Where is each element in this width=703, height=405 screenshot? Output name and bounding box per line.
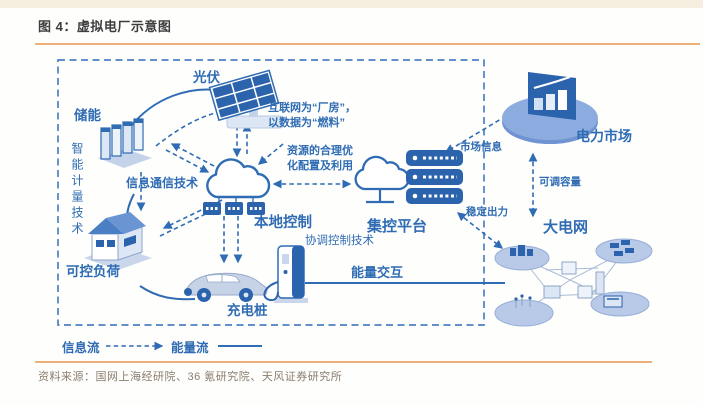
local-control-label: 本地控制 — [254, 215, 312, 231]
legend-info-flow-label: 信息流 — [62, 341, 100, 355]
energy-interaction-label: 能量交互 — [351, 265, 404, 280]
source-topline — [35, 361, 652, 363]
figure-title: 图 4：虚拟电厂示意图 — [38, 19, 172, 34]
source-note: 资料来源：国网上海经研院、36 氪研究院、天风证券研究所 — [38, 371, 343, 383]
resource-annotation-line1: 资源的合理优 — [287, 145, 353, 157]
pv-icon — [208, 69, 284, 129]
power-market-icon — [502, 72, 598, 144]
storage-label: 储能 — [74, 108, 101, 123]
vpp-boundary-box — [57, 59, 485, 326]
stable-output-label: 稳定出力 — [466, 206, 508, 218]
top-margin-strip — [0, 0, 703, 8]
internet-annotation-line1: 互联网为“厂房”， — [268, 102, 356, 114]
resource-annotation-line2: 化配置及利用 — [287, 159, 353, 172]
house-icon — [84, 212, 152, 270]
central-platform-label: 集控平台 — [367, 218, 428, 235]
internet-annotation: 互联网为“厂房”， 以数据为“燃料” — [268, 101, 356, 130]
market-info-label: 市场信息 — [460, 141, 502, 153]
legend-energy-flow-label: 能量流 — [171, 341, 209, 355]
smart-metering-label: 智能计量技术 — [70, 142, 84, 238]
adjustable-capacity-label: 可调容量 — [539, 176, 581, 188]
controllable-load-label: 可控负荷 — [66, 264, 120, 279]
power-market-label: 电力市场 — [576, 128, 632, 144]
ict-label: 信息通信技术 — [126, 176, 199, 190]
grid-network-icon — [494, 238, 653, 327]
server-rack-icon — [406, 150, 463, 204]
charging-pile-label: 充电桩 — [227, 303, 268, 318]
charging-pile-icon — [263, 245, 308, 303]
central-platform-icon — [354, 155, 410, 204]
big-grid-label: 大电网 — [543, 219, 589, 236]
pv-label: 光伏 — [193, 70, 220, 85]
title-underline — [35, 43, 700, 45]
car-icon — [184, 272, 268, 302]
coordinated-control-label: 协调控制技术 — [305, 235, 374, 247]
storage-icon — [98, 118, 152, 168]
local-control-cloud-icon — [203, 158, 271, 215]
resource-annotation: 资源的合理优 化配置及利用 — [287, 144, 353, 173]
internet-annotation-line2: 以数据为“燃料” — [268, 116, 345, 129]
